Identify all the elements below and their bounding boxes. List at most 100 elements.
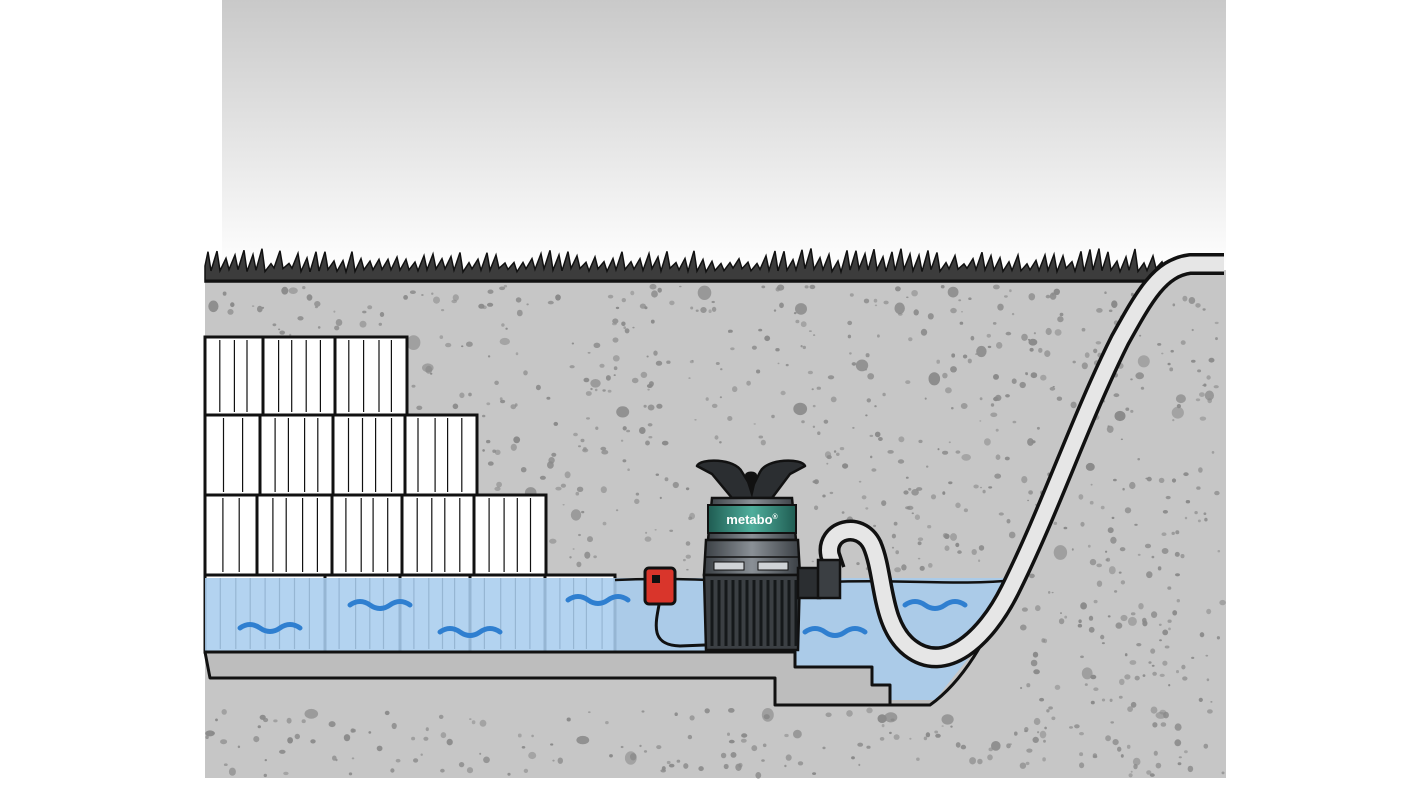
soil-speck [764,335,771,342]
soil-speck [1140,386,1145,390]
soil-speck [1092,755,1098,759]
soil-speck [1169,367,1174,372]
soil-speck [851,756,855,760]
soil-speck [1078,494,1084,500]
soil-speck [1204,517,1208,522]
soil-speck [1159,673,1165,678]
soil-speck [548,457,555,464]
soil-speck [482,414,486,418]
soil-speck [367,305,373,310]
soil-speck [1168,627,1171,631]
soil-speck [211,731,215,735]
soil-speck [727,732,730,736]
soil-speck [622,426,627,431]
soil-speck [1130,409,1134,413]
soil-speck [1164,645,1170,649]
soil-speck [626,429,631,433]
soil-speck [685,541,691,546]
soil-speck [523,370,528,376]
soil-speck [841,511,845,514]
soil-speck [1105,550,1108,553]
submersible-pump-icon: metabo® [695,459,842,652]
soil-speck [332,755,337,761]
soil-speck [795,303,807,315]
soil-speck [903,490,909,495]
soil-speck [1132,757,1141,766]
soil-speck [909,737,912,740]
soil-speck [732,386,738,393]
soil-speck [1070,401,1077,409]
soil-speck [995,454,1001,461]
soil-speck [510,404,517,410]
soil-speck [278,328,281,331]
soil-speck [813,334,816,336]
soil-speck [825,712,832,718]
soil-speck [251,305,255,307]
soil-speck [1197,369,1202,373]
soil-speck [823,419,829,424]
soil-speck [1151,611,1158,618]
soil-speck [416,405,423,410]
soil-speck [632,326,635,329]
soil-speck [348,772,353,776]
soil-speck [583,377,590,383]
soil-speck [1134,523,1138,526]
soil-speck [612,318,619,324]
soil-speck [923,736,928,741]
soil-speck [486,402,491,406]
soil-speck [1011,378,1017,385]
soil-speck [812,404,816,408]
soil-speck [928,372,941,386]
soil-speck [645,531,648,534]
soil-speck [882,392,886,397]
soil-speck [1130,612,1136,616]
soil-speck [883,300,889,305]
soil-speck [487,302,494,307]
soil-speck [865,507,869,510]
soil-speck [531,734,534,738]
soil-speck [973,484,979,489]
soil-speck [955,450,961,454]
soil-speck [439,335,444,339]
soil-speck [1045,294,1051,299]
soil-speck [264,759,267,762]
soil-speck [762,743,767,748]
soil-speck [687,734,693,740]
soil-speck [1072,360,1076,364]
soil-speck [849,352,852,355]
soil-speck [1195,303,1201,308]
soil-speck [279,749,286,754]
soil-speck [906,296,909,299]
soil-speck [714,435,719,440]
soil-speck [761,285,766,289]
soil-speck [1051,591,1054,594]
soil-speck [720,368,723,371]
soil-speck [704,708,710,714]
soil-speck [602,521,607,526]
soil-speck [237,745,241,749]
soil-speck [723,763,729,770]
soil-speck [987,345,992,349]
soil-speck [623,326,626,330]
soil-speck [599,363,605,368]
soil-speck [804,285,809,289]
soil-speck [1174,739,1182,747]
soil-speck [817,431,821,436]
soil-speck [852,426,855,429]
soil-speck [727,416,733,421]
soil-speck [1005,394,1010,398]
soil-speck [1110,721,1114,724]
soil-speck [793,312,797,315]
soil-speck [333,310,336,313]
soil-speck [406,335,421,350]
soil-speck [1206,375,1211,380]
soil-speck [920,328,928,336]
soil-speck [1129,660,1137,665]
soil-speck [469,718,472,720]
soil-speck [842,463,849,469]
soil-speck [413,758,419,763]
soil-speck [630,753,637,761]
soil-speck [1039,730,1047,739]
soil-speck [528,751,537,760]
soil-speck [593,342,601,348]
